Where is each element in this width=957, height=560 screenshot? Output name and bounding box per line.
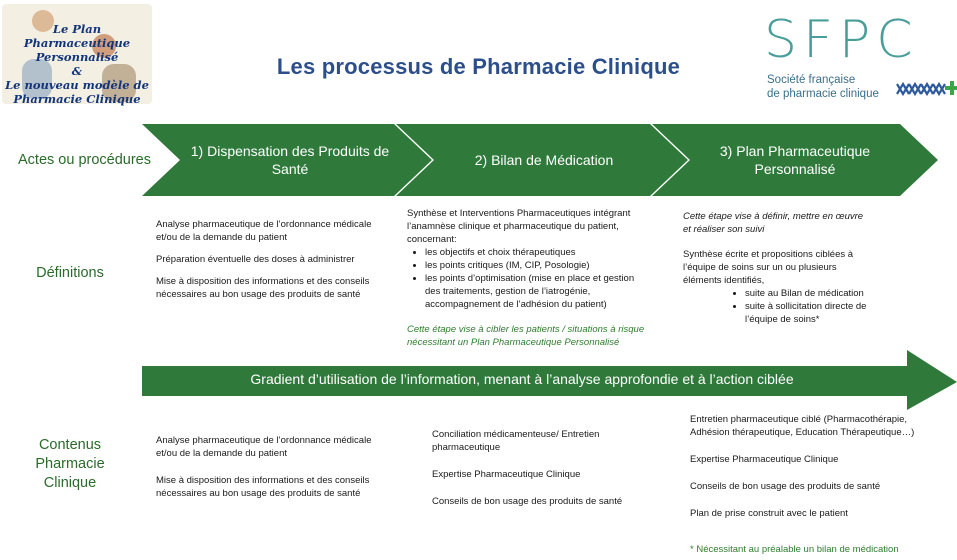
definitions-col-1: Analyse pharmaceutique de l’ordonnance m… <box>156 218 381 310</box>
sfpc-logo-letters: SFPC <box>764 10 919 70</box>
contenu-item: Mise à disposition des informations et d… <box>156 475 370 499</box>
contenu-item: Expertise Pharmaceutique Clinique <box>690 454 839 465</box>
definition-bullet: suite à sollicitation directe de l’équip… <box>745 300 868 326</box>
sfpc-subtitle-line: de pharmacie clinique <box>767 88 879 100</box>
contenu-item: Plan de prise construit avec le patient <box>690 508 848 519</box>
contenus-line: Clinique <box>43 475 97 491</box>
definition-item: Analyse pharmaceutique de l’ordonnance m… <box>156 219 372 243</box>
gradient-label: Gradient d’utilisation de l’information,… <box>250 371 794 387</box>
person-figure-icon <box>22 59 52 99</box>
person-figure-icon <box>92 34 116 58</box>
logo-line: Le nouveau modèle de <box>5 78 149 92</box>
plan-pharmaceutique-logo: Le Plan Pharmaceutique Personnalisé & Le… <box>2 4 152 106</box>
definition-bullet: suite au Bilan de médication <box>745 287 868 300</box>
definition-intro: Synthèse et Interventions Pharmaceutique… <box>407 208 631 245</box>
definition-bullets: les objectifs et choix thérapeutiques le… <box>407 246 652 311</box>
definition-bullets: suite au Bilan de médication suite à sol… <box>683 287 868 326</box>
contenus-col-1: Analyse pharmaceutique de l’ordonnance m… <box>156 434 381 509</box>
definition-item: Préparation éventuelle des doses à admin… <box>156 254 355 265</box>
definition-note: Cette étape vise à cibler les patients /… <box>407 324 645 348</box>
sfpc-subtitle-line: Société française <box>767 74 856 86</box>
process-chevrons <box>142 124 938 196</box>
definition-bullet: les points critiques (IM, CIP, Posologie… <box>425 259 652 272</box>
contenu-item: Conseils de bon usage des produits de sa… <box>432 496 623 507</box>
contenus-col-2: Conciliation médicamenteuse/ Entretien p… <box>432 428 657 517</box>
gradient-arrow-icon <box>142 350 957 410</box>
sfpc-logo-subtitle: Société française de pharmacie clinique <box>767 73 879 101</box>
contenu-item: Entretien pharmaceutique ciblé (Pharmaco… <box>690 414 915 438</box>
chevron-step-3 <box>652 124 938 196</box>
contenu-item: Analyse pharmaceutique de l’ordonnance m… <box>156 435 372 459</box>
contenus-line: Contenus <box>38 437 102 453</box>
contenu-item: Conciliation médicamenteuse/ Entretien p… <box>432 429 600 453</box>
sfpc-chain-icon <box>896 81 957 97</box>
step-1-label: 1) Dispensation des Produits de Santé <box>190 143 390 177</box>
definition-bullet: les objectifs et choix thérapeutiques <box>425 246 652 259</box>
step-3-label: 3) Plan Pharmaceutique Personnalisé <box>719 143 871 177</box>
row-label-contenus: Contenus Pharmacie Clinique <box>15 436 125 493</box>
contenu-item: Expertise Pharmaceutique Clinique <box>432 469 581 480</box>
definitions-col-3: Cette étape vise à définir, mettre en œu… <box>683 210 868 326</box>
logo-line: & <box>71 64 83 78</box>
chevron-step-2 <box>396 124 688 196</box>
person-figure-icon <box>102 64 136 102</box>
green-cross-icon <box>945 81 957 95</box>
footnote: * Nécessitant au préalable un bilan de m… <box>690 544 899 555</box>
person-figure-icon <box>32 10 54 32</box>
step-2-label: 2) Bilan de Médication <box>474 152 614 168</box>
definition-item: Mise à disposition des informations et d… <box>156 276 370 300</box>
definition-text: Synthèse écrite et propositions ciblées … <box>683 249 854 286</box>
logo-left-text: Le Plan Pharmaceutique Personnalisé & Le… <box>2 22 152 106</box>
contenus-line: Pharmacie <box>35 456 105 472</box>
row-label-definitions: Définitions <box>36 265 104 281</box>
contenu-item: Conseils de bon usage des produits de sa… <box>690 481 881 492</box>
logo-line: Pharmacie Clinique <box>13 92 141 106</box>
page-title: Les processus de Pharmacie Clinique <box>276 54 681 79</box>
row-label-actes: Actes ou procédures <box>18 152 151 168</box>
logo-line: Personnalisé <box>35 50 119 64</box>
chevron-step-1 <box>142 124 432 196</box>
contenus-col-3: Entretien pharmaceutique ciblé (Pharmaco… <box>690 413 925 529</box>
definitions-col-2: Synthèse et Interventions Pharmaceutique… <box>407 207 652 349</box>
definition-bullet: les points d’optimisation (mise en place… <box>425 272 652 311</box>
definition-intro: Cette étape vise à définir, mettre en œu… <box>683 211 864 235</box>
logo-line: Le Plan Pharmaceutique <box>23 22 131 50</box>
